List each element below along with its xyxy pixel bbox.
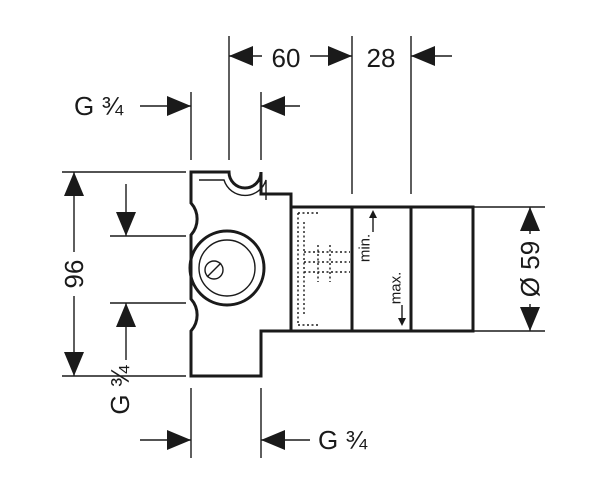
extension-lines — [62, 36, 545, 458]
thread-bottom-right-label: G ¾ — [318, 425, 367, 455]
min-label: min. — [357, 234, 374, 262]
valve-body-outline — [189, 170, 293, 378]
thread-bottom-left-label: G ¾ — [105, 365, 135, 414]
dimension-28-label: 28 — [367, 43, 396, 73]
dimension-60-label: 60 — [272, 43, 301, 73]
valve-body-inner-contour — [199, 179, 267, 200]
dimension-28: 28 — [367, 43, 452, 73]
min-max-indicators: min. max. — [357, 210, 406, 326]
thread-top-left: G ¾ — [74, 91, 300, 121]
max-label: max. — [388, 272, 405, 305]
outlet-circle — [188, 229, 266, 307]
dimension-diameter-59-label: Ø 59 — [515, 241, 545, 297]
dimension-96: 96 — [58, 172, 90, 376]
cartridge-sleeve — [289, 205, 475, 333]
dimension-96-label: 96 — [59, 260, 89, 289]
dimension-diameter-59: Ø 59 — [514, 207, 546, 331]
offset-arrows-left — [116, 184, 136, 360]
thread-bottom: G ¾ — [140, 425, 367, 455]
thread-bottom-left: G ¾ — [105, 365, 135, 414]
dimension-60: 60 — [229, 42, 352, 73]
dotted-internal-parts — [297, 212, 350, 326]
thread-top-left-label: G ¾ — [74, 91, 123, 121]
